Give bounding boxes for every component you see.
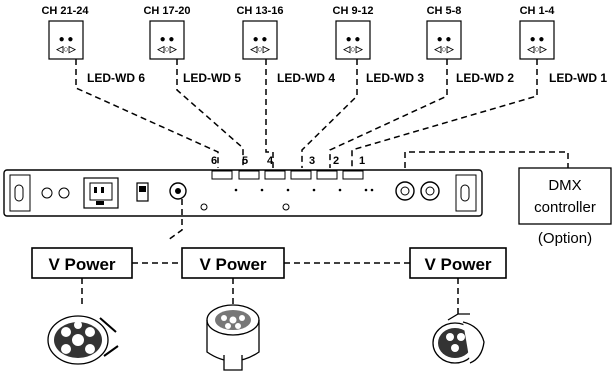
power-supply-3: V Power — [409, 247, 507, 279]
led-fixture-3 — [432, 313, 485, 364]
port-number: 5 — [242, 155, 248, 167]
dipswitch-icon: ● ● — [530, 34, 545, 45]
dmx-label: DMX — [548, 177, 581, 194]
arrows-icon: ◁○▷ — [342, 44, 363, 54]
dipswitch-icon: ● ● — [160, 34, 175, 45]
terminal-6 — [211, 170, 233, 180]
port-number: 3 — [309, 155, 315, 167]
led-module-ch13-16: CH 13-16 ● ● ◁○▷ — [236, 5, 284, 60]
port-number: 2 — [333, 155, 339, 167]
driver-label: LED-WD 6 — [87, 71, 145, 85]
ground-icon — [41, 187, 53, 199]
arrows-icon: ◁○▷ — [249, 44, 270, 54]
option-label: (Option) — [538, 230, 592, 247]
led-module-ch9-12: CH 9-12 ● ● ◁○▷ — [333, 5, 374, 60]
dipswitch-icon: ● ● — [346, 34, 361, 45]
dipswitch-icon: ● ● — [437, 34, 452, 45]
power-supply-1: V Power — [31, 247, 133, 279]
port-number: 1 — [359, 155, 365, 167]
terminal-1 — [342, 170, 364, 180]
dmx-out-port — [420, 181, 440, 201]
terminal-4 — [264, 170, 286, 180]
power-label: V Power — [199, 255, 266, 274]
terminal-3 — [290, 170, 312, 180]
driver-label: LED-WD 2 — [456, 71, 514, 85]
port-number: 6 — [211, 155, 217, 167]
terminal-2 — [316, 170, 338, 180]
terminal-5 — [238, 170, 260, 180]
channel-label: CH 1-4 — [520, 5, 556, 17]
port-number: 4 — [267, 155, 274, 167]
dmx-in-port — [395, 181, 415, 201]
led-module-ch1-4: CH 1-4 ● ● ◁○▷ — [519, 5, 556, 60]
led-module-ch5-8: CH 5-8 ● ● ◁○▷ — [426, 5, 462, 60]
arrows-icon: ◁○▷ — [55, 44, 76, 54]
driver-label: LED-WD 5 — [183, 71, 241, 85]
channel-label: CH 9-12 — [333, 5, 374, 17]
led-fixture-2 — [206, 304, 260, 371]
power-label: V Power — [424, 255, 491, 274]
channel-label: CH 13-16 — [236, 5, 283, 17]
dipswitch-icon: ● ● — [59, 34, 74, 45]
led-module-ch21-24: CH 21-24 ● ● ◁○▷ — [41, 5, 89, 60]
led-module-ch17-20: CH 17-20 ● ● ◁○▷ — [143, 5, 191, 60]
dmx-controller: DMX controller (Option) — [518, 167, 612, 247]
arrows-icon: ◁○▷ — [156, 44, 177, 54]
power-label: V Power — [48, 255, 115, 274]
rack-controller — [3, 169, 483, 217]
controller-label: controller — [534, 199, 596, 216]
driver-label: LED-WD 1 — [549, 71, 607, 85]
dipswitch-icon: ● ● — [253, 34, 268, 45]
data-cables — [75, 59, 569, 168]
channel-label: CH 17-20 — [143, 5, 190, 17]
power-supply-2: V Power — [181, 247, 285, 279]
arrows-icon: ◁○▷ — [526, 44, 547, 54]
channel-label: CH 5-8 — [427, 5, 462, 17]
channel-label: CH 21-24 — [41, 5, 89, 17]
led-fixture-1 — [47, 315, 119, 365]
driver-label: LED-WD 3 — [366, 71, 424, 85]
driver-label: LED-WD 4 — [277, 71, 335, 85]
arrows-icon: ◁○▷ — [433, 44, 454, 54]
fuse-icon — [58, 187, 70, 199]
